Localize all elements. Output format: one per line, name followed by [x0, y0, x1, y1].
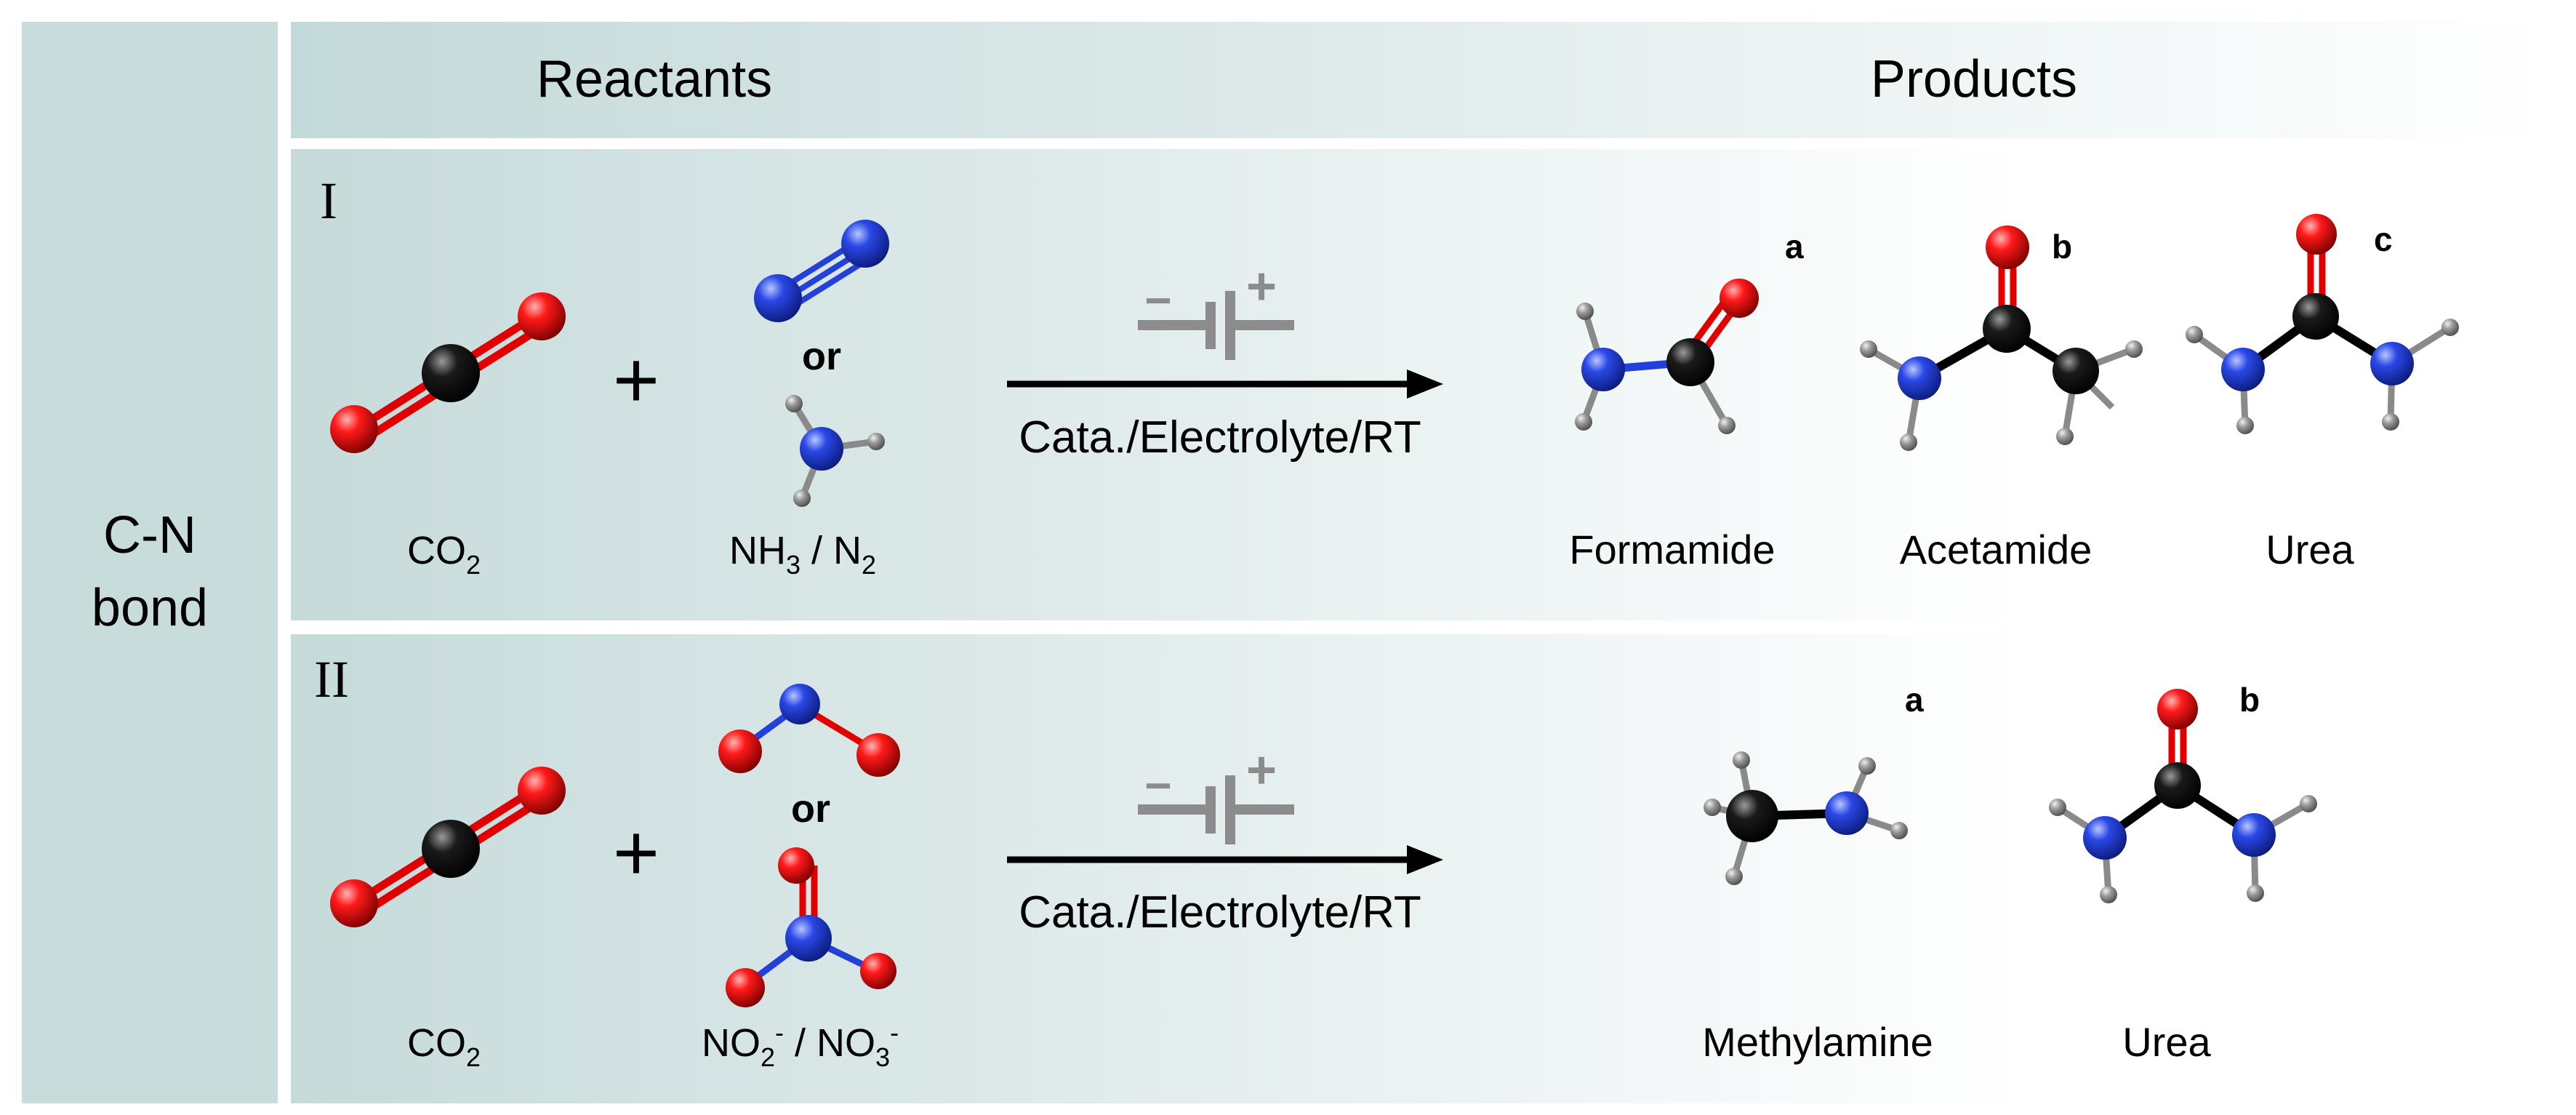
product-letter-urea-1: c: [2374, 220, 2393, 258]
no3-molecule: [726, 847, 896, 1007]
or-label-1: or: [802, 335, 841, 378]
condition-label-1: Cata./Electrolyte/RT: [1019, 412, 1421, 463]
product-name-urea-1: Urea: [2266, 527, 2354, 572]
no2-no3-label: NO2- / NO3-: [702, 1018, 899, 1072]
n2-molecule: [754, 220, 889, 322]
header-panel: [291, 22, 2552, 138]
co2-molecule-2: [330, 767, 566, 927]
battery-icon-1: − +: [1138, 257, 1294, 360]
or-label-2: or: [791, 787, 830, 831]
co2-molecule-1: [330, 292, 566, 453]
product-letter-urea-2: b: [2239, 681, 2260, 719]
svg-text:−: −: [1144, 274, 1171, 327]
product-name-acetamide: Acetamide: [1900, 527, 2093, 572]
no2-molecule: [718, 684, 900, 777]
product-letter-methylamine: a: [1905, 681, 1924, 719]
reaction-arrow-2: [1007, 845, 1443, 874]
plus-sign-2: +: [613, 808, 659, 898]
svg-text:+: +: [1246, 741, 1277, 799]
product-name-methylamine: Methylamine: [1702, 1019, 1933, 1065]
header-products: Products: [1871, 50, 2077, 108]
formamide-molecule: [1575, 279, 1759, 434]
product-name-formamide: Formamide: [1569, 527, 1775, 572]
acetamide-molecule: [1860, 225, 2143, 451]
svg-text:−: −: [1144, 759, 1171, 812]
urea-molecule-2: [2049, 689, 2317, 903]
side-label-line2: bond: [92, 579, 208, 637]
nh3-molecule: [785, 395, 885, 507]
condition-label-2: Cata./Electrolyte/RT: [1019, 887, 1421, 938]
row-numeral-2: II: [314, 650, 349, 708]
side-panel: [22, 22, 278, 1103]
side-label-line1: C-N: [103, 506, 196, 564]
svg-text:+: +: [1246, 257, 1277, 316]
reaction-arrow-1: [1007, 369, 1443, 399]
product-letter-formamide: a: [1785, 228, 1804, 265]
co2-label-2: CO2: [407, 1021, 481, 1072]
plus-sign-1: +: [613, 335, 659, 425]
urea-molecule-1: [2186, 214, 2459, 434]
header-reactants: Reactants: [537, 50, 772, 108]
row-panel-2: [291, 634, 2327, 1103]
battery-icon-2: − +: [1138, 741, 1294, 844]
nh3-n2-label: NH3 / N2: [729, 529, 876, 580]
methylamine-molecule: [1704, 751, 1908, 885]
product-letter-acetamide: b: [2052, 228, 2072, 265]
co2-label-1: CO2: [407, 529, 481, 580]
product-name-urea-2: Urea: [2122, 1019, 2211, 1065]
row-numeral-1: I: [320, 172, 337, 230]
